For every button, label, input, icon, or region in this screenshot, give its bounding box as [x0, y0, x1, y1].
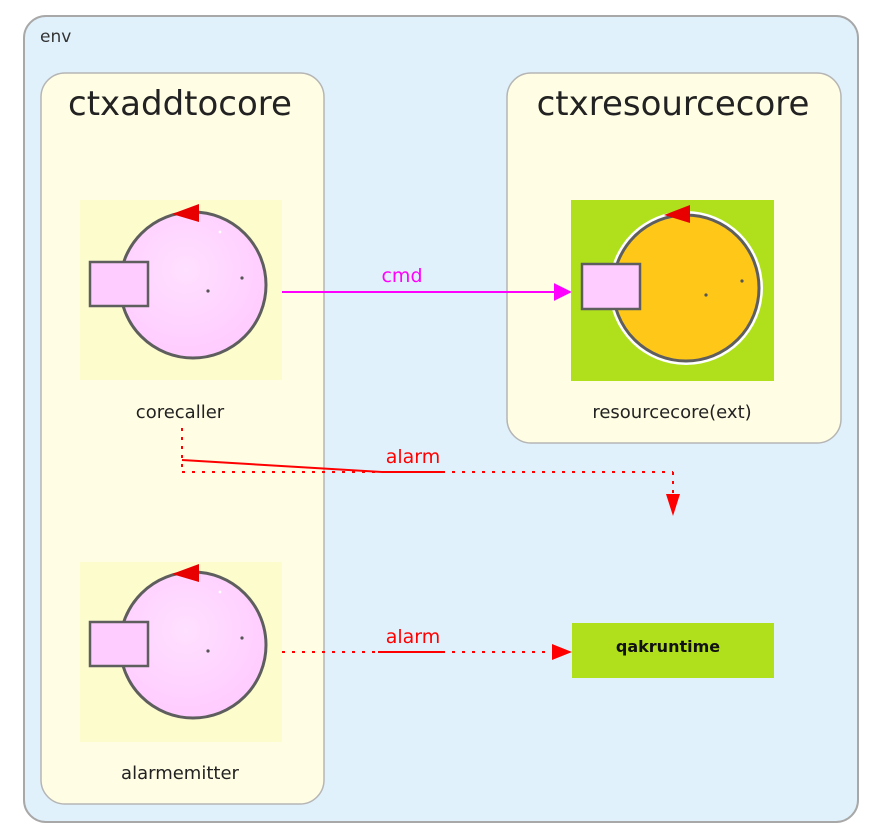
edge-arrowhead-icon [552, 644, 572, 660]
env-label: env [40, 27, 71, 47]
edge-cmd: cmd [282, 265, 572, 301]
context-title-ctxresourcecore: ctxresourcecore [537, 84, 810, 124]
actor-port-icon [88, 260, 150, 308]
edge-arrowhead-icon [666, 494, 680, 516]
edge-alarm-alarmemitter: alarm [282, 626, 572, 660]
actor-label-alarmemitter: alarmemitter [121, 763, 239, 784]
edge-label-cmd: cmd [381, 265, 422, 287]
actor-corecaller[interactable]: corecaller [80, 200, 282, 423]
qakruntime-label: qakruntime [616, 637, 720, 656]
actor-resourcecore[interactable]: resourcecore(ext) [571, 200, 774, 423]
edge-label-alarm-2: alarm [386, 626, 441, 648]
actor-arrow-icon [172, 564, 199, 582]
actor-arrow-icon [172, 204, 199, 222]
qakruntime-node[interactable]: qakruntime [572, 623, 774, 678]
actor-label-resourcecore: resourcecore(ext) [592, 402, 751, 423]
actor-port-icon [580, 262, 642, 311]
actor-label-corecaller: corecaller [136, 402, 225, 423]
context-title-ctxaddtocore: ctxaddtocore [68, 84, 292, 124]
actor-alarmemitter[interactable]: alarmemitter [80, 562, 282, 784]
edge-alarm-corecaller: alarm [181, 428, 680, 516]
actor-arrow-icon [664, 205, 690, 223]
actor-port-icon [88, 620, 150, 668]
edge-label-alarm-1: alarm [386, 446, 441, 468]
